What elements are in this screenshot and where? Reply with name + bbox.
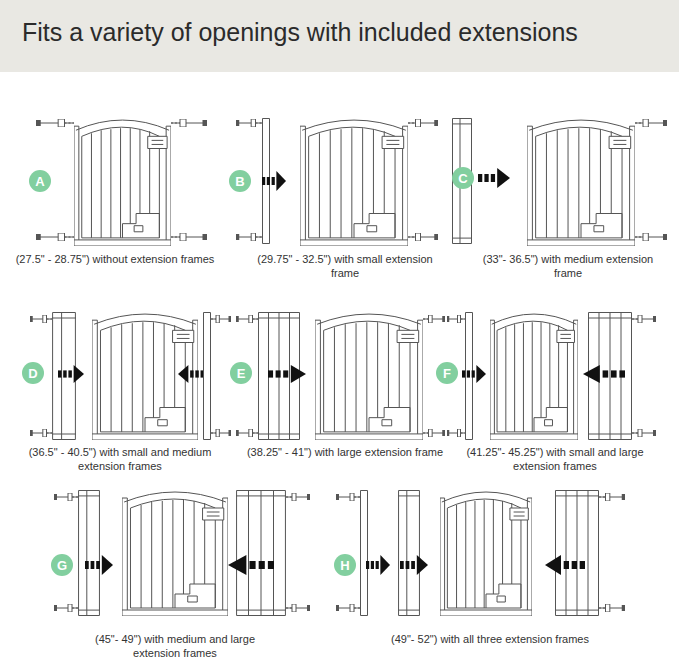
pressure-bolt (171, 233, 207, 241)
panel-letter: C (458, 171, 467, 186)
arrow (268, 365, 306, 383)
pressure-bolt (211, 315, 231, 323)
pressure-bolt (423, 429, 445, 437)
panel-b (236, 118, 438, 246)
pressure-bolt (336, 493, 360, 501)
pressure-bolt (408, 233, 438, 241)
pressure-bolt (447, 429, 465, 437)
title: Fits a variety of openings with included… (22, 18, 578, 47)
small-extension-frame (361, 490, 368, 615)
gate (315, 314, 423, 440)
panel-g (54, 490, 310, 616)
arrow (178, 365, 204, 383)
pressure-bolt (236, 233, 262, 241)
pressure-bolt (423, 315, 445, 323)
size-caption: (49"- 52") with all three extension fram… (390, 632, 590, 646)
panel-letter: F (443, 366, 451, 381)
letter-badge: F (436, 362, 458, 384)
panel-letter: B (235, 174, 244, 189)
panel-letter: H (340, 558, 349, 573)
pressure-bolt (599, 604, 625, 612)
gate (527, 120, 635, 246)
size-caption: (36.5" - 40.5") with small and medium ex… (20, 445, 220, 473)
gate (74, 120, 171, 246)
gate (122, 492, 228, 616)
pressure-bolt (171, 119, 207, 127)
pressure-bolt (408, 119, 438, 127)
pressure-bolt (211, 429, 231, 437)
arrow (366, 555, 390, 575)
panel-d (30, 312, 231, 440)
size-caption: (27.5" - 28.75") without extension frame… (15, 252, 215, 266)
gate (440, 492, 532, 616)
panel-letter: A (35, 174, 44, 189)
size-caption: (29.75" - 32.5") with small extension fr… (245, 252, 445, 280)
pressure-bolt (54, 604, 78, 612)
arrow (85, 555, 113, 575)
pressure-bolt (632, 429, 656, 437)
pressure-bolt (635, 233, 667, 241)
letter-badge: D (22, 362, 44, 384)
pressure-bolt (336, 604, 360, 612)
panel-letter: E (237, 366, 246, 381)
size-caption: (45"- 49") with medium and large extensi… (75, 632, 275, 660)
gate (490, 314, 578, 440)
panel-letter: D (28, 366, 37, 381)
panel-h (336, 490, 625, 616)
large-extension-frame (555, 490, 599, 616)
size-caption: (33"- 36.5") with medium extension frame (468, 252, 668, 280)
pressure-bolt (236, 315, 258, 323)
arrow (583, 365, 625, 383)
large-extension-frame (236, 490, 286, 616)
arrow (400, 555, 428, 575)
gate (300, 120, 408, 246)
size-caption: (41.25"- 45.25") with small and large ex… (455, 445, 655, 473)
pressure-bolt (30, 315, 52, 323)
arrow (545, 555, 585, 575)
pressure-bolt (30, 429, 52, 437)
letter-badge: E (230, 362, 252, 384)
panel-letter: G (57, 558, 67, 573)
arrow (58, 365, 84, 383)
letter-badge: B (229, 170, 251, 192)
arrow (228, 555, 274, 575)
panel-e (236, 312, 445, 440)
pressure-bolt (632, 315, 656, 323)
pressure-bolt (599, 493, 625, 501)
pressure-bolt (447, 315, 465, 323)
letter-badge: A (29, 170, 51, 192)
pressure-bolt (236, 119, 262, 127)
letter-badge: H (334, 554, 356, 576)
arrow (478, 168, 510, 188)
arrow (462, 365, 486, 383)
small-extension-frame (204, 313, 211, 440)
arrow (262, 171, 286, 191)
pressure-bolt (635, 119, 667, 127)
size-caption: (38.25" - 41") with large extension fram… (245, 445, 445, 459)
medium-extension-frame (398, 490, 420, 616)
panel-a (36, 119, 207, 246)
letter-badge: G (51, 554, 73, 576)
panel-c (452, 118, 667, 246)
pressure-bolt (286, 604, 310, 612)
pressure-bolt (54, 493, 78, 501)
medium-extension-frame (78, 490, 100, 616)
pressure-bolt (236, 429, 258, 437)
pressure-bolt (286, 493, 310, 501)
letter-badge: C (452, 167, 474, 189)
pressure-bolt (36, 119, 74, 127)
panel-f (447, 312, 656, 440)
pressure-bolt (36, 233, 74, 241)
